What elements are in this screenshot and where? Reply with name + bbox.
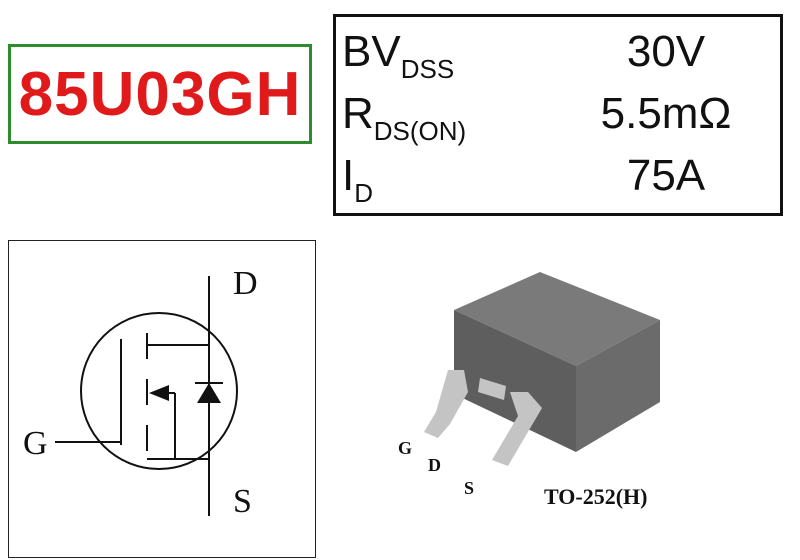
spec-table: BVDSS 30V RDS(ON) 5.5mΩ ID 75A <box>333 14 783 216</box>
spec-row-rdson: RDS(ON) 5.5mΩ <box>336 89 780 149</box>
spec-value: 30V <box>626 27 706 76</box>
spec-row-id: ID 75A <box>336 151 780 211</box>
drain-label: D <box>233 265 258 302</box>
spec-value: 5.5mΩ <box>600 89 732 138</box>
to252-package-icon <box>424 272 660 466</box>
spec-symbol: RDS(ON) <box>342 89 467 146</box>
spec-symbol: ID <box>342 151 374 208</box>
package-drain-label: D <box>428 455 441 475</box>
spec-symbol: BVDSS <box>342 27 455 84</box>
mosfet-schematic: D G S <box>8 240 316 558</box>
package-source-label: S <box>464 478 475 498</box>
package-gate-label: G <box>398 438 413 458</box>
part-number-box: 85U03GH <box>8 44 312 144</box>
mosfet-symbol-icon <box>55 276 238 516</box>
source-label: S <box>233 483 252 520</box>
package-name: TO-252(H) <box>544 484 648 509</box>
gate-label: G <box>23 425 48 462</box>
part-number: 85U03GH <box>18 59 302 129</box>
spec-row-bvdss: BVDSS 30V <box>336 27 780 87</box>
spec-value: 75A <box>626 151 706 200</box>
